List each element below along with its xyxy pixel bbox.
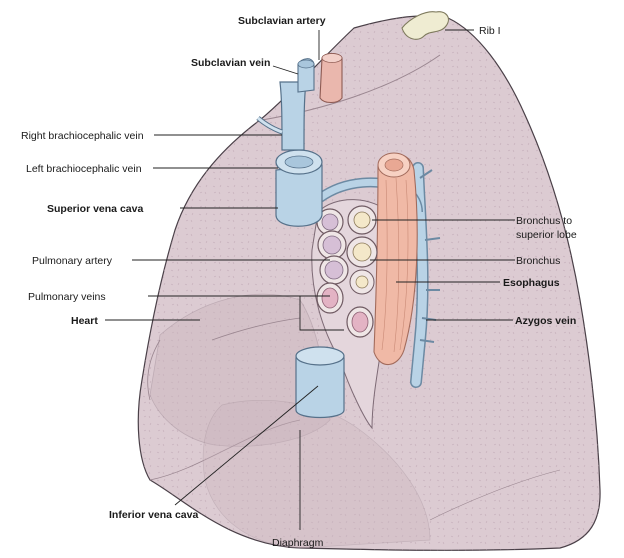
label-pulmonary-artery: Pulmonary artery <box>32 255 113 267</box>
esophagus <box>373 152 418 366</box>
label-heart: Heart <box>71 315 98 327</box>
label-subclavian-artery: Subclavian artery <box>238 15 326 27</box>
label-left-brachiocephalic-vein: Left brachiocephalic vein <box>26 163 142 175</box>
label-bronchus: Bronchus <box>516 255 560 267</box>
subclavian-artery <box>319 52 343 104</box>
label-esophagus: Esophagus <box>503 277 560 289</box>
subclavian-vein <box>297 58 315 93</box>
labels: Subclavian artery Rib I Subclavian vein … <box>21 15 577 549</box>
pulmonary-vein-sections <box>316 282 374 338</box>
superior-vena-cava <box>275 149 323 227</box>
hilar-structures <box>316 205 378 338</box>
label-diaphragm: Diaphragm <box>272 537 324 549</box>
right-brachiocephalic-vein <box>256 81 307 151</box>
heart-impression <box>149 293 331 447</box>
bronchus-section <box>346 236 378 295</box>
label-bronchus-to-superior-lobe-2: superior lobe <box>516 229 577 241</box>
label-pulmonary-veins: Pulmonary veins <box>28 291 106 303</box>
leader-lines <box>105 29 515 530</box>
label-azygos-vein: Azygos vein <box>515 315 576 327</box>
label-rib-i: Rib I <box>479 25 501 37</box>
rib-i <box>401 11 449 40</box>
label-superior-vena-cava: Superior vena cava <box>47 203 143 215</box>
bronchus-to-superior-lobe <box>347 205 377 235</box>
label-bronchus-to-superior-lobe: Bronchus to <box>516 215 572 227</box>
label-subclavian-vein: Subclavian vein <box>191 57 270 69</box>
inferior-vena-cava <box>295 346 345 419</box>
label-right-brachiocephalic-vein: Right brachiocephalic vein <box>21 130 144 142</box>
lung-surface <box>137 15 601 551</box>
label-inferior-vena-cava: Inferior vena cava <box>109 509 198 521</box>
pulmonary-artery-sections <box>316 208 349 285</box>
